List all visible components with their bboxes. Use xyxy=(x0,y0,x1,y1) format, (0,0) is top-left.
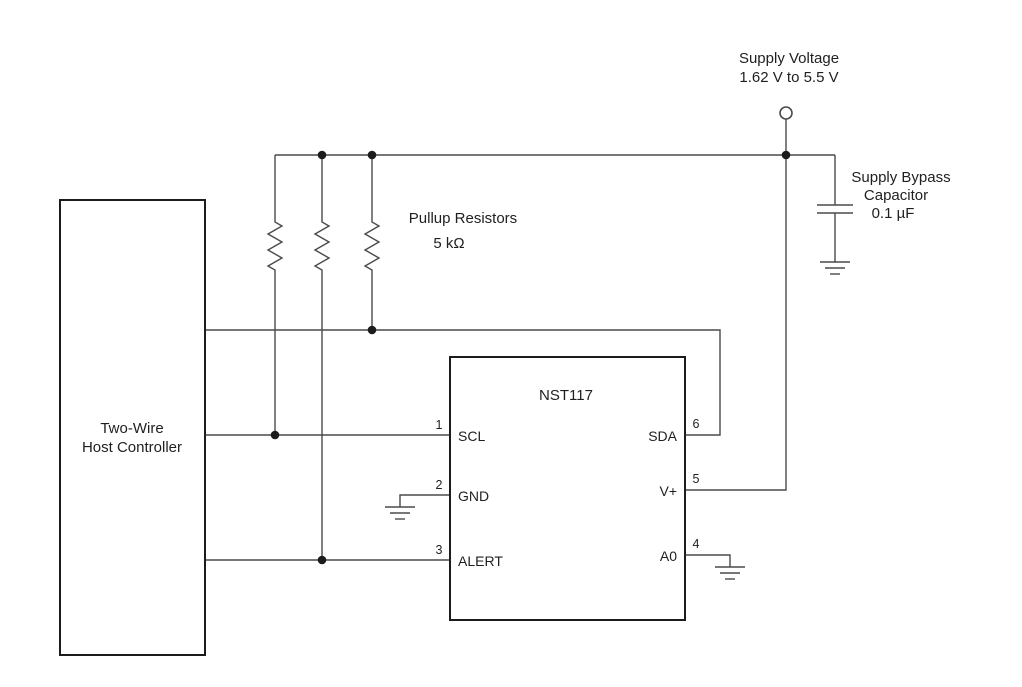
vplus-wire xyxy=(685,155,787,491)
pullup-resistors-value: 5 kΩ xyxy=(433,235,464,252)
host-controller-box xyxy=(59,199,206,656)
ground-symbol-gnd-pin xyxy=(385,506,415,520)
pin-number-vplus: 5 xyxy=(693,472,700,486)
pin-number-alert: 3 xyxy=(436,543,443,557)
bypass-capacitor xyxy=(817,204,853,214)
pullup-resistors-label: Pullup Resistors xyxy=(409,210,517,227)
bypass-capacitor-label-2: Capacitor xyxy=(864,187,928,204)
host-controller-label-1: Two-Wire xyxy=(100,420,163,437)
pin-label-gnd: GND xyxy=(458,488,489,504)
pin-label-sda: SDA xyxy=(648,428,677,444)
resistor-3 xyxy=(363,155,381,330)
pin-number-scl: 1 xyxy=(436,418,443,432)
wires xyxy=(205,119,836,567)
pin-label-alert: ALERT xyxy=(458,553,503,569)
pullup-resistors xyxy=(266,155,381,560)
pin-number-sda: 6 xyxy=(693,417,700,431)
chip-name: NST117 xyxy=(539,387,593,404)
sda-wire xyxy=(205,329,721,436)
junction-dot xyxy=(317,555,327,565)
pin-label-vplus: V+ xyxy=(659,483,677,499)
pin-label-a0: A0 xyxy=(660,548,677,564)
pin-labels: SCL GND ALERT SDA V+ A0 xyxy=(458,428,678,569)
pin-number-gnd: 2 xyxy=(436,478,443,492)
resistor-2 xyxy=(313,155,331,560)
a0-stub-wire xyxy=(685,554,731,567)
junction-dot xyxy=(781,150,791,160)
junction-dot xyxy=(270,430,280,440)
gnd-stub-wire xyxy=(399,494,450,507)
supply-voltage-range: 1.62 V to 5.5 V xyxy=(739,69,838,86)
pin-number-a0: 4 xyxy=(693,537,700,551)
junction-dots xyxy=(270,150,791,565)
ground-symbol-capacitor xyxy=(820,261,850,275)
text-labels: Supply Voltage 1.62 V to 5.5 V Supply By… xyxy=(82,50,951,456)
junction-dot xyxy=(367,325,377,335)
pin-label-scl: SCL xyxy=(458,428,485,444)
chip-box xyxy=(449,356,686,621)
supply-voltage-title: Supply Voltage xyxy=(739,50,839,67)
host-controller-label-2: Host Controller xyxy=(82,439,182,456)
junction-dot xyxy=(367,150,377,160)
bypass-capacitor-label-1: Supply Bypass xyxy=(851,169,950,186)
resistor-1 xyxy=(266,155,284,435)
pin-numbers: 1 2 3 6 5 4 xyxy=(436,417,700,557)
supply-terminal-circle xyxy=(779,106,793,120)
junction-dot xyxy=(317,150,327,160)
ground-symbol-a0-pin xyxy=(715,566,745,580)
bypass-capacitor-value: 0.1 µF xyxy=(872,205,915,222)
